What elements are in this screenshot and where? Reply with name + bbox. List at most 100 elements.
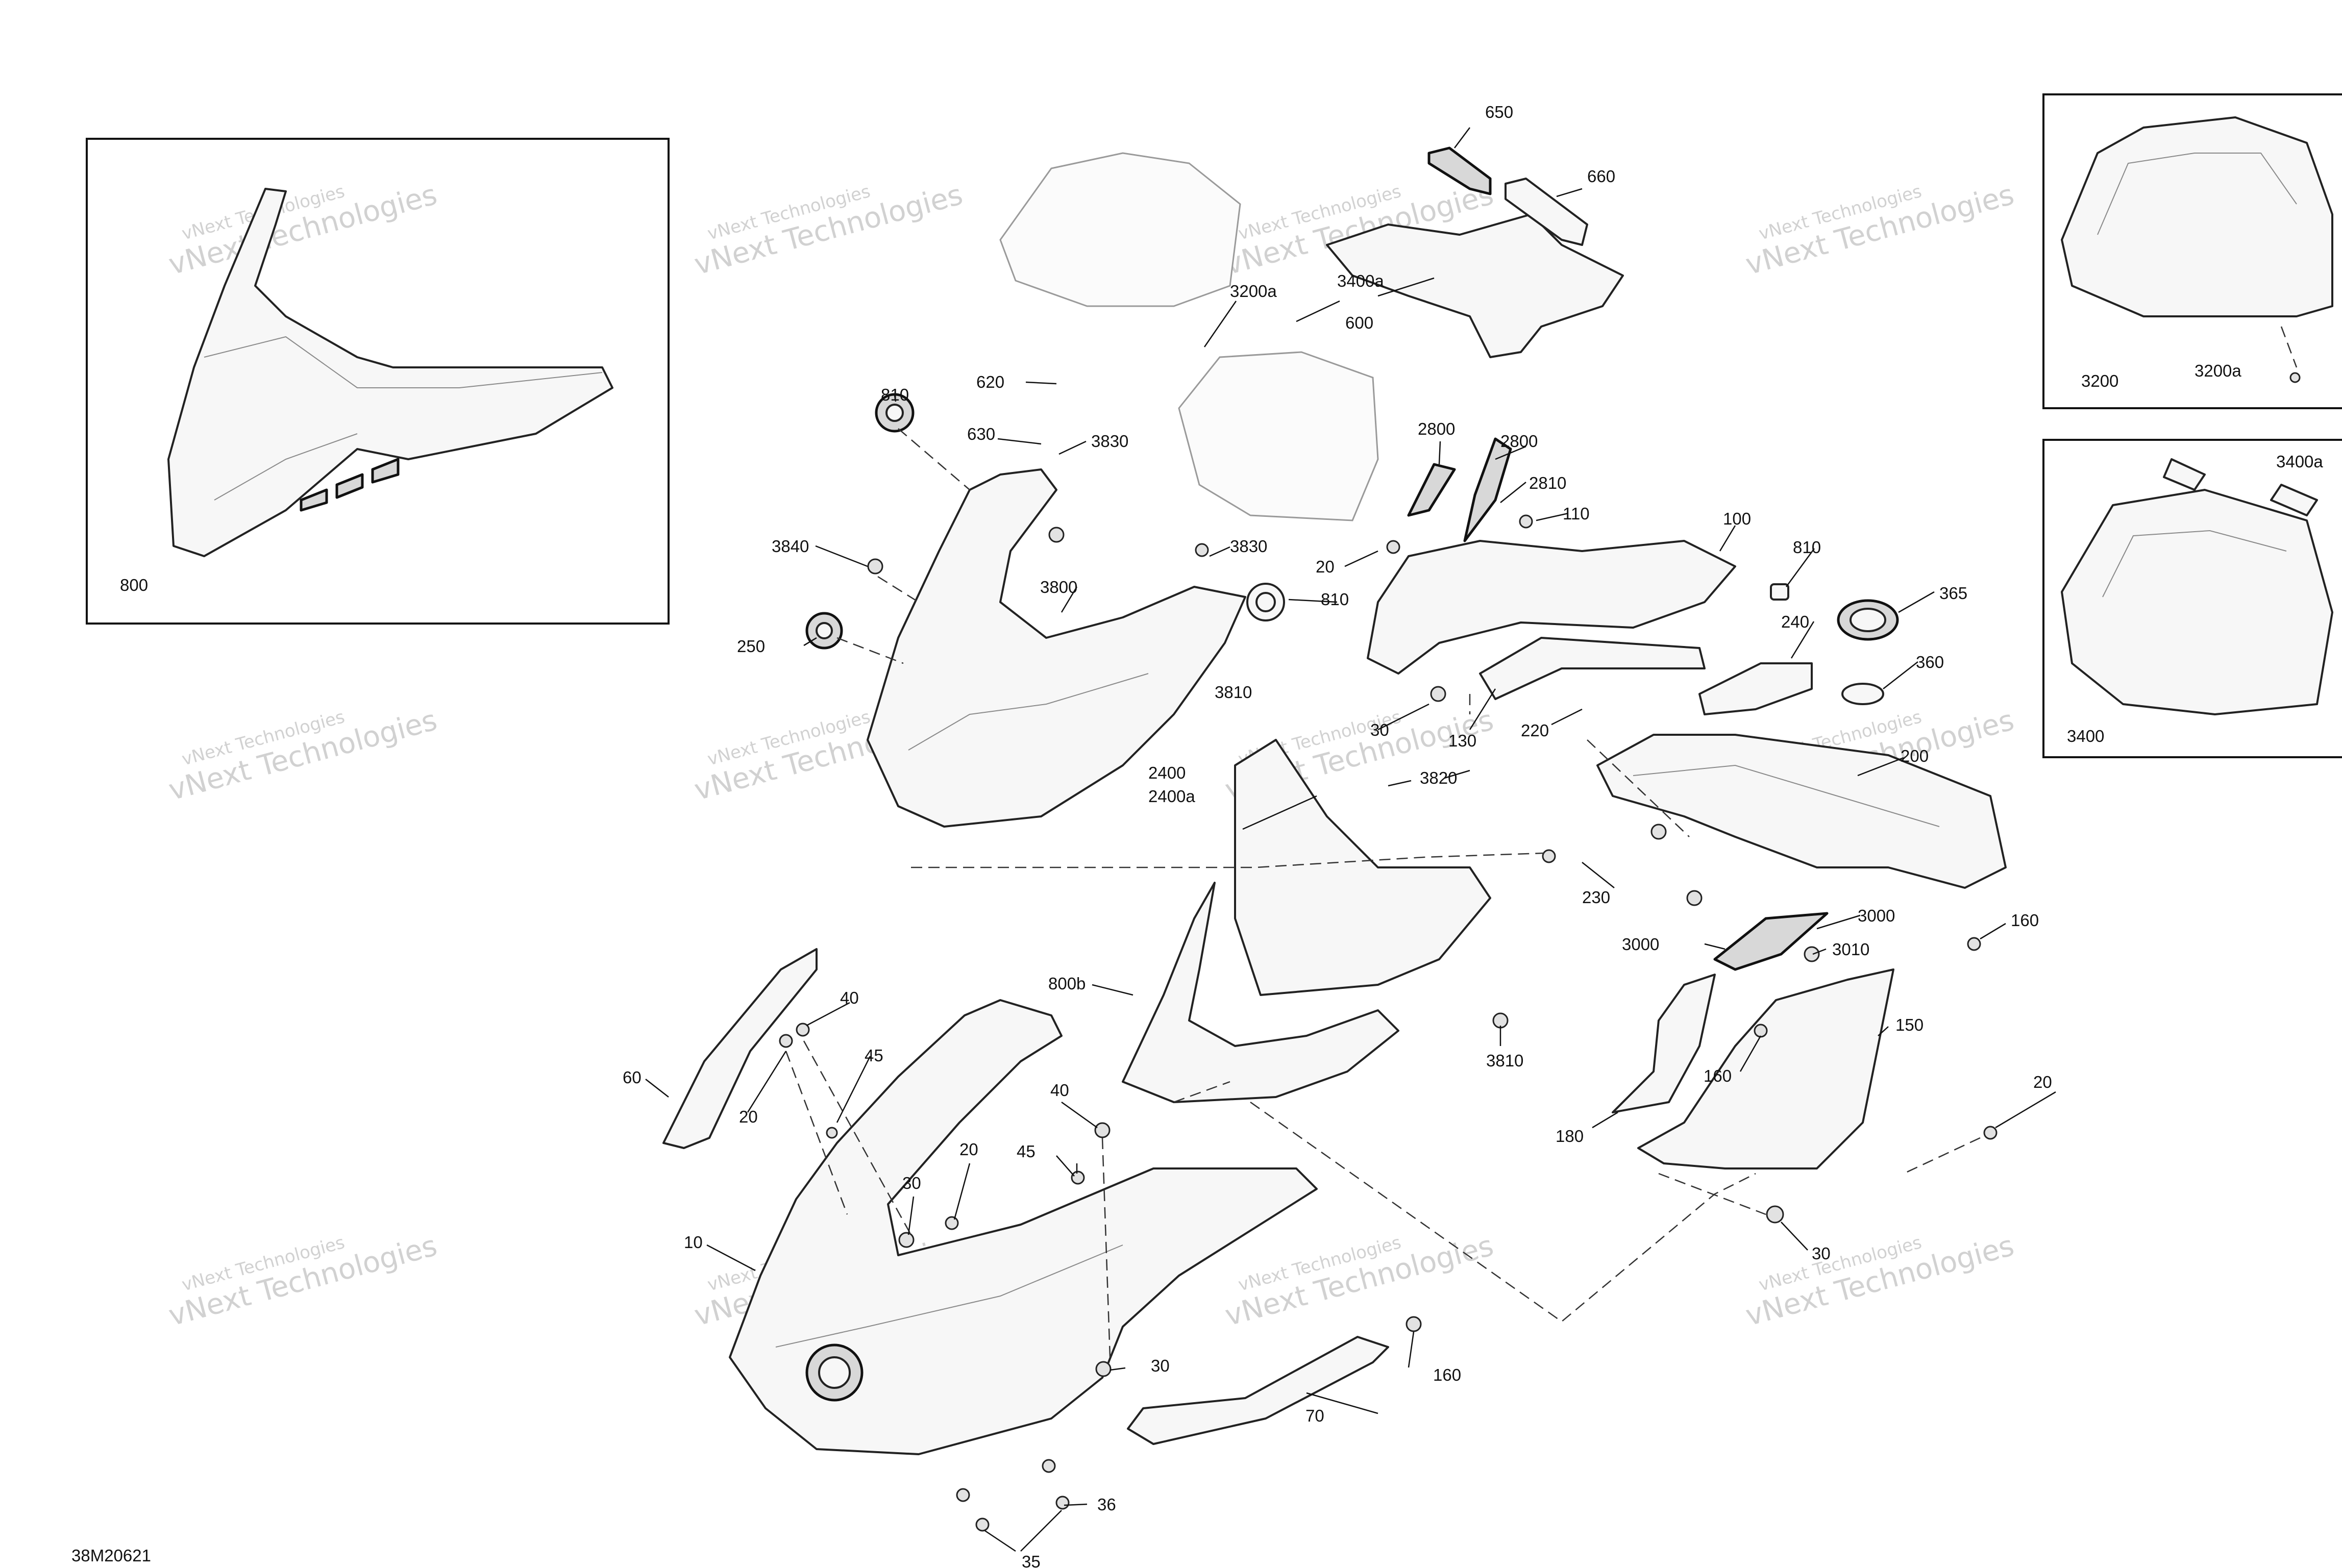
callout-label: 180: [1556, 1127, 1584, 1146]
callout-label: 810: [1793, 538, 1821, 557]
callout-label: 2400: [1148, 763, 1186, 782]
grommet-part: [885, 404, 904, 422]
callout-label: 35: [1022, 1552, 1041, 1568]
callout-label: 3200a: [2195, 361, 2241, 380]
callout-label: 365: [1939, 584, 1967, 603]
callout-label: 3820: [1420, 768, 1457, 787]
watermark: vNext Technologies vNext Technologies: [691, 178, 967, 282]
callout-label: 20: [1316, 557, 1335, 576]
storage-tray-ghost: [1178, 351, 1379, 521]
dashed-guide: [1587, 739, 1690, 837]
callout-label: 20: [739, 1107, 758, 1126]
callout-label: 3200a: [1230, 282, 1277, 301]
callout-label: 30: [1812, 1244, 1831, 1263]
callout-label: 200: [1901, 746, 1929, 765]
callout-label: 630: [967, 425, 995, 443]
trim-strip-part: [1427, 146, 1492, 195]
dashed-guide: [785, 1051, 848, 1215]
cowl-detail: [908, 673, 1149, 751]
fastener-part: [867, 558, 883, 575]
dashed-guide: [1658, 1173, 1766, 1215]
inset-frame: [2042, 93, 2342, 409]
callout-label: 3000: [1622, 935, 1659, 954]
dashed-guide: [1101, 1137, 1111, 1358]
fastener-part: [1519, 514, 1533, 529]
callout-label: 600: [1345, 313, 1373, 332]
inset-frame: [2042, 439, 2342, 758]
callout-label: 650: [1485, 103, 1513, 121]
cover-plate-part: [1698, 662, 1813, 715]
callout-label: 30: [902, 1174, 921, 1192]
side-cover-part: [1637, 968, 1894, 1169]
callout-label: 45: [1017, 1142, 1036, 1161]
callout-label: 3010: [1832, 940, 1869, 959]
leader-lines: [645, 127, 2056, 1552]
front-cowl-part: [867, 468, 1246, 828]
callout-label: 810: [881, 385, 909, 404]
callout-label: 10: [684, 1233, 703, 1252]
callout-label: 20: [959, 1140, 978, 1159]
callout-label: 2400a: [1148, 787, 1195, 806]
fastener-part: [1686, 890, 1703, 906]
callout-label: 30: [1151, 1356, 1170, 1375]
dashed-guide: [803, 1040, 912, 1235]
plug-part: [1770, 583, 1789, 601]
badge-part: [1713, 912, 1829, 971]
fastener-part: [1094, 1122, 1111, 1138]
callout-label: 160: [2011, 911, 2039, 930]
callout-label: 230: [1582, 888, 1610, 907]
callout-label: 3810: [1486, 1051, 1523, 1070]
fastener-part: [1406, 1316, 1422, 1332]
callout-label: 3840: [772, 537, 809, 556]
fastener-part: [779, 1034, 793, 1048]
dashed-guide: [1173, 1081, 1230, 1103]
watermark: vNext Technologies vNext Technologies: [165, 704, 441, 807]
watermark: vNext Technologies vNext Technologies: [1742, 178, 2018, 282]
side-strip-part: [1127, 1336, 1389, 1445]
callout-label: 240: [1781, 612, 1809, 631]
windshield-detail: [204, 336, 603, 388]
callout-label: 810: [1321, 590, 1349, 609]
side-panel-part: [1367, 540, 1736, 675]
dashed-guide: [2280, 326, 2298, 368]
upper-panel-part: [1326, 213, 1624, 358]
fastener-part: [1754, 1024, 1768, 1038]
fuel-ring-part: [1850, 608, 1886, 632]
callout-label: 110: [1563, 504, 1590, 523]
windshield-lower-part: [1122, 882, 1399, 1103]
callout-label: 3830: [1230, 537, 1267, 556]
callout-label: 40: [1050, 1081, 1069, 1100]
pad-part: [2270, 484, 2318, 516]
front-strip-part: [662, 948, 818, 1149]
callout-label: 160: [1704, 1066, 1732, 1085]
trim-strip-part: [1505, 178, 1588, 246]
vent-slot: [335, 473, 364, 499]
watermark: vNext Technologies vNext Technologies: [165, 1229, 441, 1333]
fastener-part: [1766, 1205, 1784, 1224]
side-liner-part: [1612, 974, 1716, 1113]
storage-cover-part: [2061, 116, 2333, 317]
dashed-guide: [911, 852, 1544, 868]
hardware-parts: [779, 514, 1998, 1532]
watermark: vNext Technologies vNext Technologies: [1222, 1229, 1497, 1333]
callout-label: 150: [1895, 1015, 1924, 1034]
callout-label: 3200: [2081, 371, 2118, 390]
hood-cap-part: [818, 1356, 851, 1389]
callout-label: 100: [1723, 509, 1751, 528]
vent-slot: [371, 458, 400, 484]
pad-part: [2163, 458, 2206, 491]
callout-label: 220: [1521, 721, 1549, 740]
fastener-part: [1386, 540, 1400, 554]
fastener-part: [1042, 1459, 1056, 1473]
watermark: vNext Technologies vNext Technologies: [1742, 1229, 2018, 1333]
grommet-part: [816, 622, 833, 639]
fastener-part: [1804, 946, 1820, 962]
windshield-detail: [214, 433, 358, 501]
callout-label: 3400: [2067, 727, 2104, 745]
inset-3200: 3200 3200a: [2042, 93, 2342, 409]
callout-label: 70: [1305, 1406, 1324, 1425]
callout-label: 620: [976, 372, 1004, 391]
callout-label: 660: [1587, 167, 1615, 186]
storage-tray-part: [2061, 489, 2333, 715]
